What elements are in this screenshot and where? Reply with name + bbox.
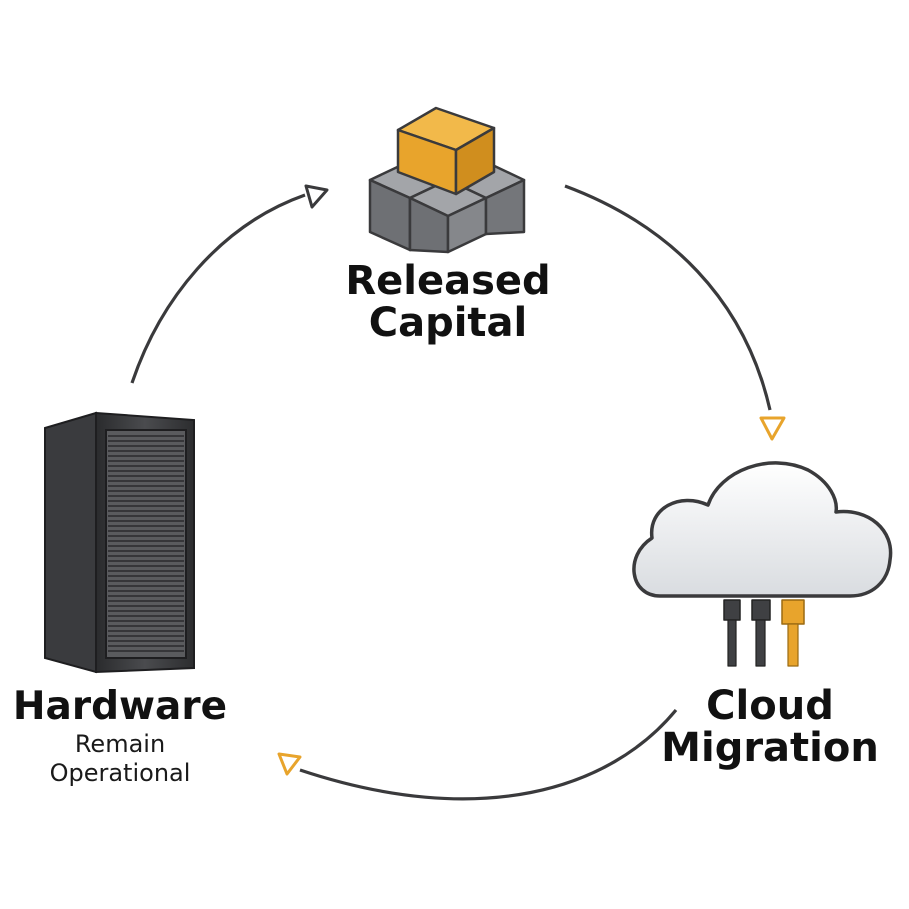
- released-capital-label: Released Capital: [318, 260, 578, 344]
- hardware-subtitle-line2: Operational: [49, 759, 191, 787]
- arrow-capital-to-cloud: [564, 184, 786, 441]
- cloud-migration-title-line1: Cloud: [706, 683, 834, 729]
- stacked-cubes-icon: [368, 106, 526, 254]
- hardware-subtitle-line1: Remain: [74, 730, 166, 758]
- cloud-icon: [632, 461, 893, 667]
- hardware-title: Hardware: [12, 684, 228, 729]
- hardware-label: Hardware Remain Operational: [0, 686, 240, 786]
- server-rack-icon: [44, 411, 195, 674]
- cloud-migration-label: Cloud Migration: [640, 685, 900, 769]
- arrow-cloud-to-hardware: [277, 708, 678, 801]
- released-capital-title-line1: Released: [345, 258, 551, 304]
- released-capital-title-line2: Capital: [368, 300, 528, 346]
- cloud-migration-title-line2: Migration: [661, 725, 879, 771]
- arrow-hardware-to-capital: [130, 184, 329, 384]
